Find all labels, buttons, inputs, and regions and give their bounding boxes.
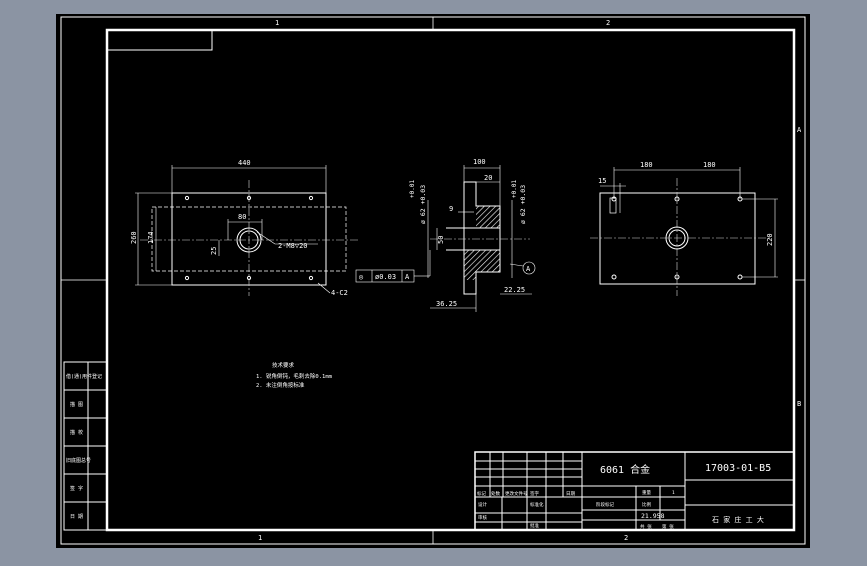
left-strip-label: 旧底图总号 — [66, 457, 91, 464]
front-small-dim: 25 — [210, 247, 218, 255]
section-left-dim: 36.25 — [436, 300, 457, 308]
title-header-cell: 标记 — [477, 490, 486, 497]
notes-line-2: 2. 未注倒角按标准 — [256, 381, 305, 389]
title-block — [474, 451, 795, 531]
notes-title: 技术要求 — [272, 361, 295, 369]
section-hatch-top — [476, 206, 500, 228]
title-unit-name: 石 家 庄 工 大 — [712, 515, 764, 524]
section-right-diameter: ø 62 +0.03 — [519, 185, 527, 224]
title-header-cell: 更改文件号 — [505, 490, 528, 497]
zone-right-b: B — [797, 400, 801, 408]
front-hole-note: 2-M8▽20 — [278, 242, 308, 250]
title-stage-label: 阶段标记 — [596, 501, 614, 508]
left-strip-label: 签 字 — [70, 485, 83, 492]
section-left-diameter-tol: +0.01 — [409, 180, 416, 198]
front-width-dim: 440 — [238, 159, 251, 167]
datum-label: A — [526, 265, 531, 273]
left-strip-label: 日 期 — [70, 514, 83, 520]
title-approve-label: 批准 — [530, 522, 539, 529]
section-dimensions — [355, 165, 536, 312]
front-hole — [184, 275, 190, 281]
section-small-dim: 9 — [449, 205, 453, 213]
tolerance-symbol: ◎ — [359, 273, 364, 281]
section-right-diameter-tol: +0.01 — [511, 180, 518, 198]
drawing-sheet — [56, 14, 810, 548]
title-material: 6061 合金 — [600, 463, 650, 476]
left-strip-label: 借(通)用件登记 — [66, 373, 102, 380]
front-center-lines — [140, 180, 360, 296]
title-sheet-label: 共 张 — [640, 523, 652, 530]
left-strip-label: 描 图 — [70, 401, 83, 408]
notes-line-1: 1. 锐角倒钝，毛刺去除0.1mm — [256, 372, 333, 380]
title-weight-label: 重量 — [642, 489, 651, 496]
front-height-outer-dim: 260 — [130, 231, 138, 244]
side-height-dim: 220 — [766, 233, 774, 246]
title-design-label: 设计 — [478, 501, 487, 508]
side-outline — [599, 192, 756, 285]
side-hole — [611, 274, 617, 280]
title-drawing-number: 17003-01-B5 — [705, 463, 771, 474]
side-tapped-hole — [609, 197, 617, 214]
zone-top-1: 1 — [275, 19, 279, 27]
front-height-inner-dim: 174 — [147, 231, 155, 244]
side-right-dim: 180 — [703, 161, 716, 169]
section-top-dim: 100 — [473, 158, 486, 166]
title-header-cell: 签字 — [530, 490, 539, 497]
left-strip-label: 描 校 — [70, 429, 83, 436]
front-dimensions — [135, 165, 331, 294]
title-review-label: 审核 — [478, 514, 487, 521]
title-scale-value: 1 — [672, 490, 675, 496]
side-center-lines — [590, 178, 770, 296]
front-hole — [308, 195, 314, 201]
title-mass: 21.958 — [641, 512, 665, 520]
zone-ticks — [61, 17, 805, 544]
front-chamfer-note: 4-C2 — [331, 289, 348, 297]
title-scale-label: 比例 — [642, 501, 651, 508]
corner-box — [106, 29, 213, 51]
side-dimensions — [600, 167, 778, 278]
zone-right-a: A — [797, 126, 802, 134]
side-left-dim: 180 — [640, 161, 653, 169]
title-header-cell: 处数 — [491, 490, 500, 497]
section-right-dim: 22.25 — [504, 286, 525, 294]
zone-top-2: 2 — [606, 19, 610, 27]
tolerance-value: ø0.03 — [375, 273, 396, 281]
front-hole — [308, 275, 314, 281]
tolerance-datum: A — [405, 273, 410, 281]
zone-bottom-2: 2 — [624, 534, 628, 542]
section-hatch-bottom — [476, 250, 500, 272]
title-sheet-of: 第 张 — [662, 523, 674, 530]
section-left-diameter: ø 62 +0.03 — [419, 185, 427, 224]
section-bore-dim: 50 — [437, 236, 445, 244]
title-std-label: 标准化 — [530, 501, 544, 508]
title-header-cell: 日期 — [566, 491, 575, 497]
front-hole — [184, 195, 190, 201]
section-step-dim: 20 — [484, 174, 492, 182]
side-small-dim: 15 — [598, 177, 606, 185]
zone-bottom-1: 1 — [258, 534, 262, 542]
front-offset-dim: 80 — [238, 213, 246, 221]
section-hatch-flange — [464, 250, 476, 280]
left-strip — [63, 361, 108, 531]
